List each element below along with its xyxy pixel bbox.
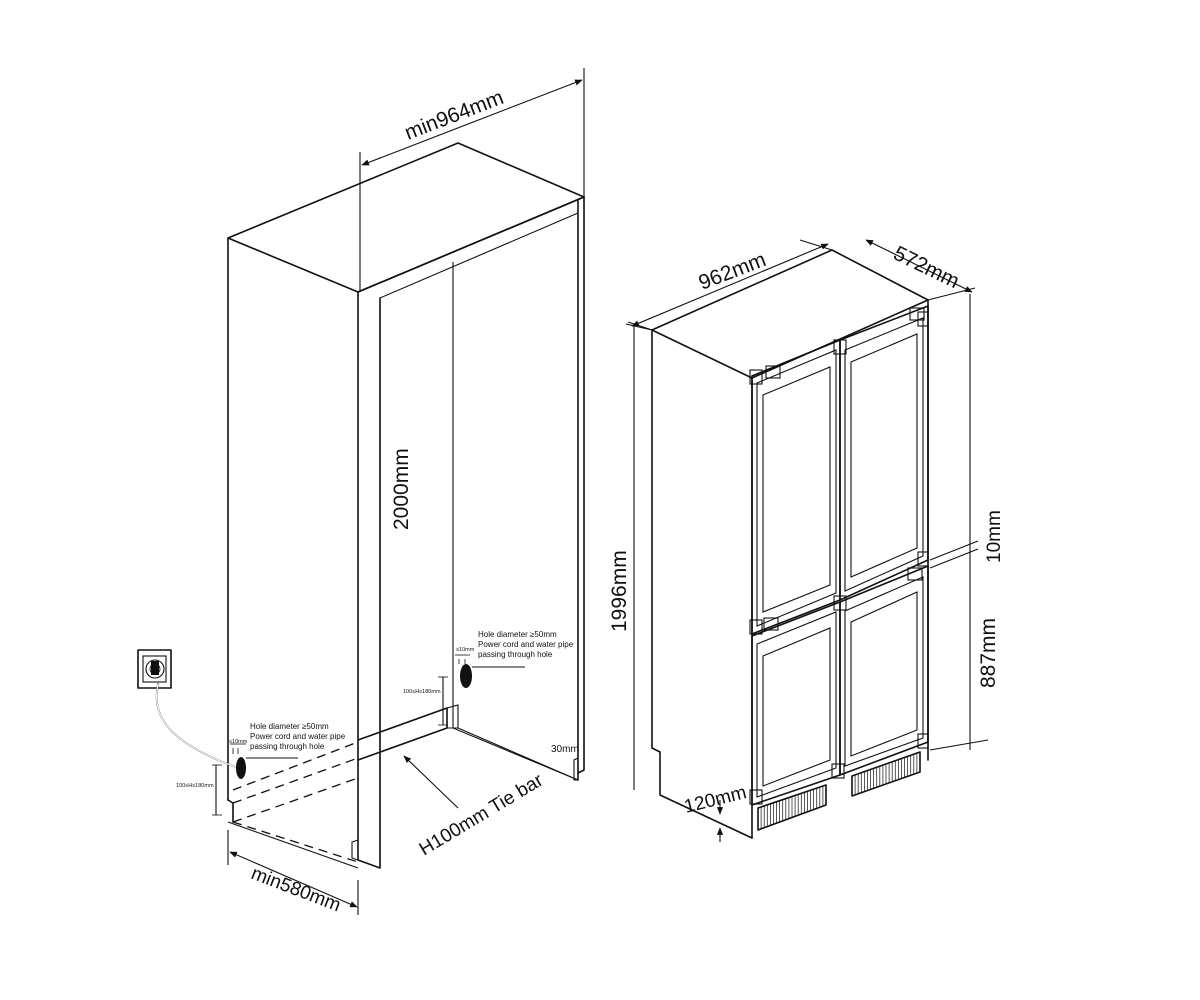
right-hole-cord-text: Power cord and water pipe (478, 640, 574, 649)
appliance-width-label: 962mm (696, 248, 770, 295)
left-hole-cord-text: Power cord and water pipe (250, 732, 346, 741)
right-hole-diameter-text: Hole diameter ≥50mm (478, 630, 557, 639)
appliance-gap-label: 10mm (984, 510, 1005, 563)
left-hole-diameter-text: Hole diameter ≥50mm (250, 722, 329, 731)
cabinet-drawing: min964mm 2000mm min580mm H100mm Tie bar … (137, 68, 585, 916)
right-gap-label: 30mm (551, 744, 579, 755)
left-hole-height-range: 100≤H≤180mm (176, 783, 214, 789)
grille-hatch (760, 753, 918, 828)
left-cable-hole (212, 743, 298, 816)
cabinet-depth-label: min580mm (248, 863, 343, 916)
appliance-drawing: 962mm 572mm 1996mm 10mm 887mm 120mm (608, 239, 1005, 842)
right-hole-passing-text: passing through hole (478, 650, 553, 659)
right-cable-hole (438, 654, 525, 726)
cabinet-height-label: 2000mm (390, 448, 413, 530)
appliance-lower-height-label: 887mm (977, 618, 1000, 688)
right-hole-offset-label: ≤10mm (456, 647, 475, 653)
appliance-height-label: 1996mm (608, 550, 631, 632)
left-hole-offset-label: ≤10mm (229, 739, 248, 745)
tie-bar-label: H100mm Tie bar (416, 770, 548, 861)
appliance-base-label: 120mm (682, 782, 749, 818)
right-hole-height-range: 100≤H≤180mm (403, 689, 441, 695)
left-hole-passing-text: passing through hole (250, 742, 325, 751)
power-socket-icon (137, 649, 239, 769)
